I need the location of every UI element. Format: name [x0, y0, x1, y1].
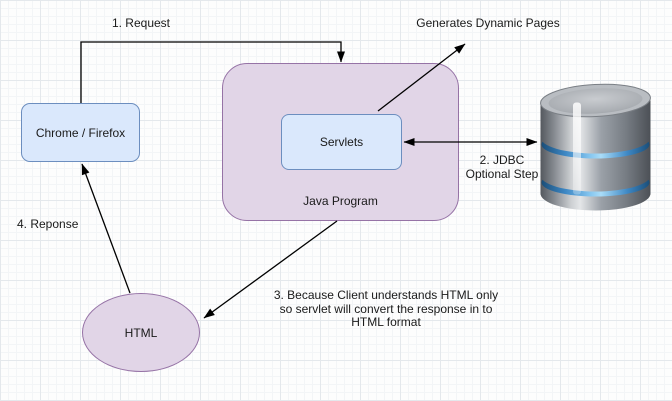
html-label: HTML — [124, 325, 158, 340]
connector-generates-dynamic-pages[interactable] — [377, 43, 466, 112]
browser-node[interactable]: Chrome / Firefox — [21, 103, 140, 162]
html-conversion-note-label[interactable]: 3. Because Client understands HTML only … — [273, 288, 499, 329]
connector-java-to-html[interactable] — [203, 220, 338, 319]
servlets-label: Servlets — [319, 135, 364, 149]
connector-response[interactable] — [81, 163, 131, 294]
database-cylinder-icon[interactable] — [538, 80, 653, 213]
request-label[interactable]: 1. Request — [111, 16, 171, 30]
servlets-node[interactable]: Servlets — [281, 114, 402, 170]
html-response-node[interactable]: HTML — [82, 293, 200, 372]
java-program-label: Java Program — [303, 194, 378, 208]
generates-dynamic-pages-label[interactable]: Generates Dynamic Pages — [416, 16, 560, 30]
jdbc-optional-step-label[interactable]: 2. JDBC Optional Step — [465, 153, 539, 181]
connector-request[interactable] — [80, 41, 345, 103]
browser-label: Chrome / Firefox — [35, 125, 126, 140]
response-label[interactable]: 4. Reponse — [17, 217, 79, 231]
